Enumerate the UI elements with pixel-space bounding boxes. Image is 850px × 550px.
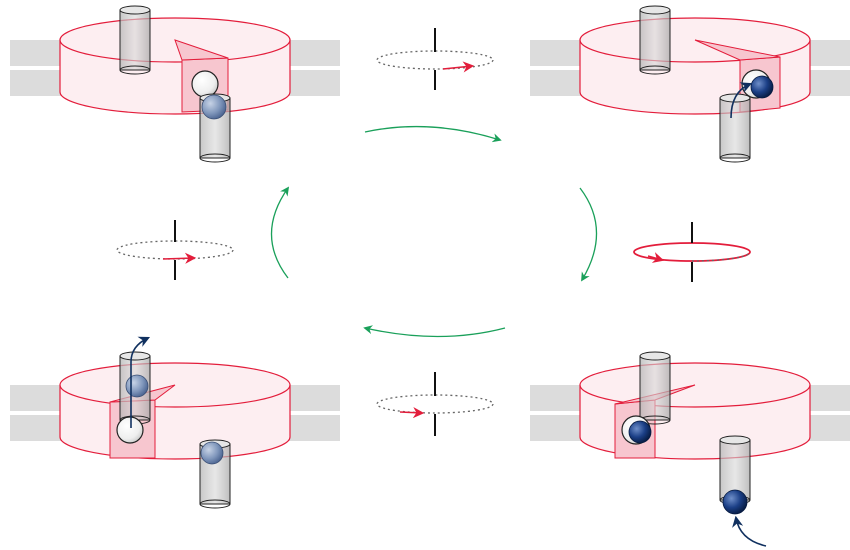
rotation-indicator-left	[116, 220, 234, 280]
rotation-arrow-icon	[399, 406, 425, 419]
ion-sphere	[628, 420, 652, 444]
rotor-gate-wedge	[174, 39, 229, 61]
channel-upper	[119, 5, 151, 75]
channel-upper	[639, 351, 671, 425]
ion-path-arrow	[130, 336, 151, 428]
ion-sphere	[200, 441, 224, 465]
empty-sphere	[191, 70, 219, 98]
rotation-indicator-bottom	[376, 372, 494, 436]
ion-sphere	[125, 374, 149, 398]
rotation-indicator-top	[376, 28, 494, 90]
channel-upper	[639, 5, 671, 75]
cycle-arrow-right	[579, 187, 598, 282]
state-bottom-right	[530, 351, 850, 547]
state-bottom-left	[10, 336, 340, 509]
ion-path-arrow	[732, 515, 767, 547]
rotor-gate-wedge	[694, 39, 781, 61]
ion-sphere	[201, 94, 227, 120]
channel-lower	[719, 93, 751, 163]
ion-sphere	[750, 75, 774, 99]
rotation-arrow-icon	[442, 61, 475, 73]
state-top-left	[10, 5, 340, 163]
empty-sphere	[116, 416, 144, 444]
ion-sphere	[722, 489, 748, 515]
state-top-right	[530, 5, 850, 163]
rotor-disk	[59, 362, 291, 460]
rotation-arrow-icon	[162, 252, 197, 264]
rotation-indicator-right	[633, 222, 751, 282]
ion-path-arrow	[730, 82, 753, 119]
rotation-arrow-icon	[647, 252, 665, 263]
cycle-arrow-top	[364, 125, 502, 143]
cycle-arrow-bottom	[363, 325, 506, 338]
rotor-disk	[59, 17, 291, 115]
cycle-arrow-left	[270, 186, 290, 279]
